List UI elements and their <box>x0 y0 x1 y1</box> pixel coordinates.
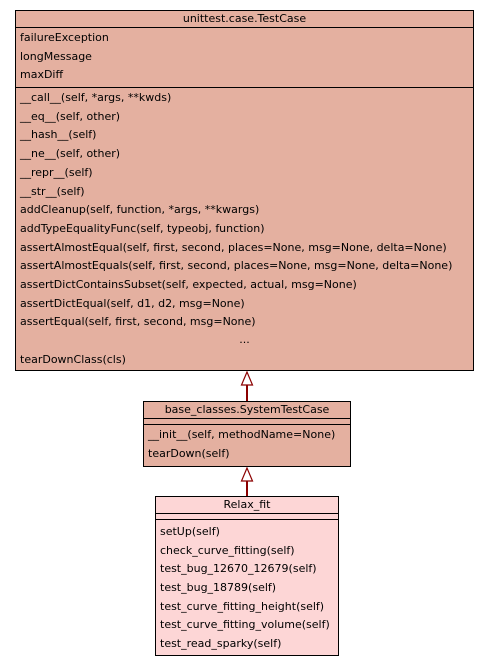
class-box-systemtestcase[interactable]: base_classes.SystemTestCase __init__(sel… <box>143 401 351 467</box>
class-name: unittest.case.TestCase <box>16 11 473 28</box>
attributes-section <box>156 514 338 520</box>
method: assertDictEqual(self, d1, d2, msg=None) <box>20 296 245 310</box>
method: __str__(self) <box>20 184 85 198</box>
inheritance-arrow-systemtestcase-to-testcase <box>240 370 254 401</box>
attribute: maxDiff <box>20 68 64 82</box>
class-name: base_classes.SystemTestCase <box>144 402 350 419</box>
method: __ne__(self, other) <box>20 147 121 161</box>
method: assertAlmostEqual(self, first, second, p… <box>20 240 447 254</box>
methods-section: __init__(self, methodName=None) tearDown… <box>144 425 350 466</box>
ellipsis: ... <box>239 333 250 346</box>
method: test_curve_fitting_height(self) <box>160 599 325 613</box>
method: setUp(self) <box>160 525 220 538</box>
inheritance-arrowhead-icon <box>240 466 254 482</box>
method: assertAlmostEquals(self, first, second, … <box>20 259 453 273</box>
method: addCleanup(self, function, *args, **kwar… <box>20 203 260 217</box>
methods-section: __call__(self, *args, **kwds) __eq__(sel… <box>16 88 473 372</box>
method: assertDictContainsSubset(self, expected,… <box>20 277 357 291</box>
method: test_bug_12670_12679(self) <box>160 562 317 576</box>
inheritance-arrowhead-icon <box>240 370 254 386</box>
class-box-relax-fit[interactable]: Relax_fit setUp(self) check_curve_fittin… <box>155 496 339 656</box>
method: __call__(self, *args, **kwds) <box>20 91 172 105</box>
method: assertEqual(self, first, second, msg=Non… <box>20 315 256 329</box>
method: __hash__(self) <box>20 128 97 142</box>
methods-section: setUp(self) check_curve_fitting(self) te… <box>156 520 338 657</box>
attributes-section: failureException longMessage maxDiff <box>16 28 473 89</box>
method: addTypeEqualityFunc(self, typeobj, funct… <box>20 221 265 235</box>
attribute: longMessage <box>20 49 92 63</box>
attribute: failureException <box>20 31 109 44</box>
method: test_curve_fitting_volume(self) <box>160 618 330 632</box>
method: __eq__(self, other) <box>20 109 121 123</box>
attributes-section <box>144 419 350 425</box>
class-box-testcase[interactable]: unittest.case.TestCase failureException … <box>15 10 474 371</box>
method: test_bug_18789(self) <box>160 581 277 595</box>
method: __repr__(self) <box>20 165 93 179</box>
method: check_curve_fitting(self) <box>160 543 295 557</box>
class-name: Relax_fit <box>156 497 338 514</box>
method: tearDownClass(cls) <box>20 352 126 366</box>
method: test_read_sparky(self) <box>160 637 282 651</box>
method: __init__(self, methodName=None) <box>148 428 336 441</box>
inheritance-arrow-relaxfit-to-systemtestcase <box>240 466 254 496</box>
method: tearDown(self) <box>148 446 230 460</box>
